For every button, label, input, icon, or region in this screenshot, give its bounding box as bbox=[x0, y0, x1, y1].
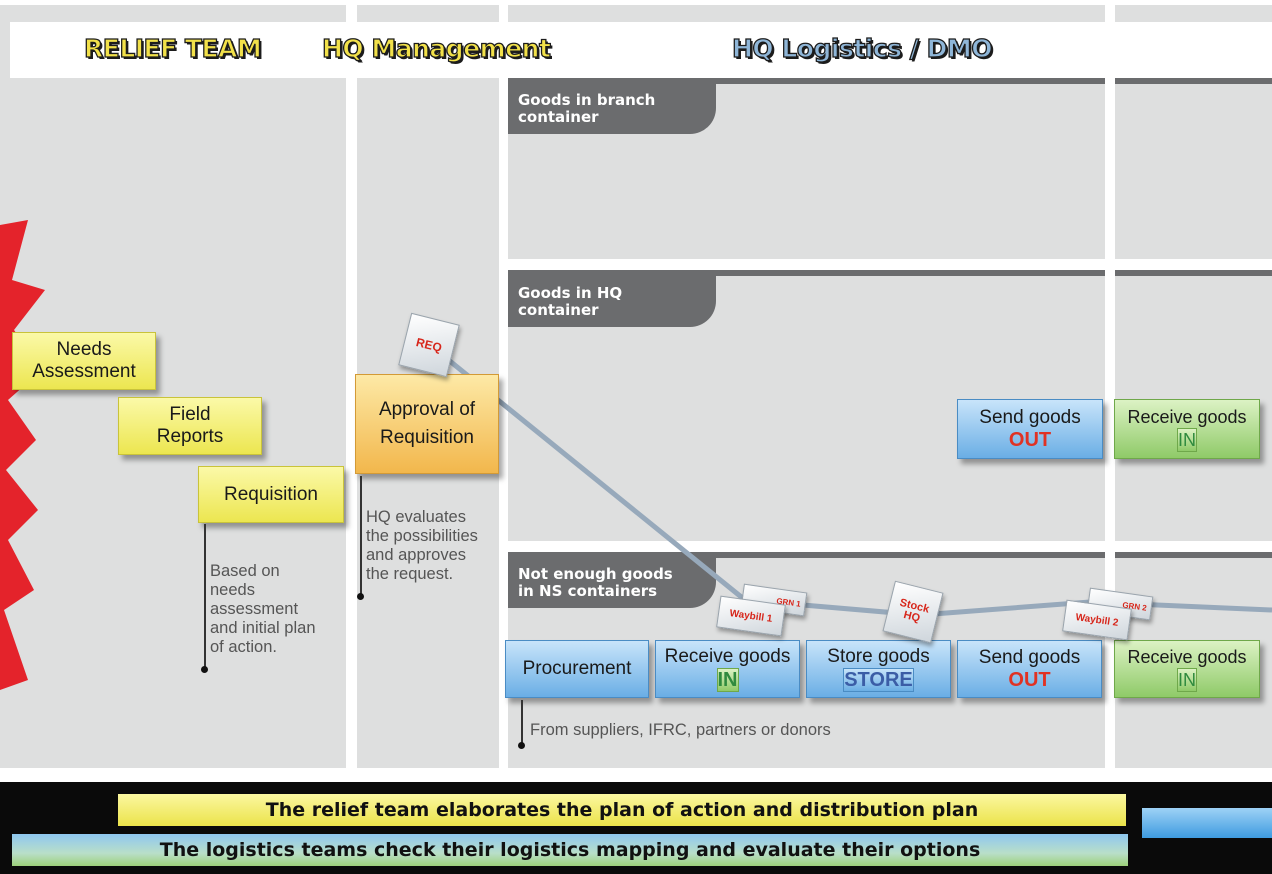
box-label: Procurement bbox=[522, 658, 632, 679]
tab-line: Goods in branch bbox=[518, 91, 656, 109]
box-label: Approval of bbox=[378, 399, 476, 420]
tab-line: Goods in HQ bbox=[518, 284, 623, 302]
box-label: Field bbox=[169, 404, 211, 425]
emergency-burst-icon bbox=[0, 220, 45, 690]
box-sub-label: IN bbox=[716, 668, 739, 692]
note-line: Based on bbox=[210, 562, 280, 580]
band-continuation bbox=[1142, 808, 1272, 838]
send-goods-out-box: Send goods OUT bbox=[957, 640, 1102, 698]
tab-line: container bbox=[518, 108, 599, 126]
box-label: Assessment bbox=[32, 361, 136, 382]
note-line: the possibilities bbox=[366, 527, 478, 545]
send-goods-out-box-hq: Send goods OUT bbox=[957, 399, 1103, 459]
column-title-relief-team: RELIEF TEAM bbox=[83, 33, 262, 63]
row-gap-2 bbox=[508, 541, 1272, 552]
note-line: needs bbox=[210, 581, 255, 599]
box-label: Requisition bbox=[224, 483, 318, 505]
requisition-note: Based on needs assessment and initial pl… bbox=[210, 562, 316, 657]
relief-team-band: The relief team elaborates the plan of a… bbox=[118, 794, 1126, 826]
note-line: of action. bbox=[210, 638, 277, 656]
box-label: Receive goods bbox=[664, 646, 791, 667]
doc-label: Waybill 2 bbox=[1074, 611, 1120, 629]
box-sub-label: OUT bbox=[1008, 429, 1052, 451]
tab-goods-in-hq: Goods in HQ container bbox=[508, 275, 716, 327]
tab-line: in NS containers bbox=[518, 582, 658, 600]
column-title-hq-logistics: HQ Logistics / DMO bbox=[731, 33, 993, 63]
column-title-hq-management: HQ Management bbox=[321, 33, 551, 63]
requisition-note-dot bbox=[201, 666, 208, 673]
note-line: HQ evaluates bbox=[366, 508, 466, 526]
box-label: Receive goods bbox=[1127, 647, 1247, 667]
branch-row-divider-2 bbox=[1115, 78, 1272, 84]
procurement-note-dot bbox=[518, 742, 525, 749]
requisition-note-line bbox=[204, 524, 206, 668]
ns-row-divider bbox=[508, 552, 1105, 558]
box-label: Needs bbox=[56, 339, 112, 360]
tab-line: container bbox=[518, 301, 599, 319]
receive-goods-in-box: Receive goods IN bbox=[655, 640, 800, 698]
approval-note-line bbox=[360, 476, 362, 596]
receive-goods-in-box-hq: Receive goods IN bbox=[1114, 399, 1260, 459]
hq-row-divider-2 bbox=[1115, 270, 1272, 276]
header-band-2 bbox=[346, 22, 1272, 78]
doc-label: REQ bbox=[414, 334, 444, 355]
row-gap bbox=[508, 259, 1272, 270]
box-label: Send goods bbox=[978, 647, 1081, 668]
box-label: Store goods bbox=[827, 646, 930, 667]
approval-note: HQ evaluates the possibilities and appro… bbox=[366, 508, 478, 584]
receive-goods-in-box-right: Receive goods IN bbox=[1114, 640, 1260, 698]
needs-assessment-box: Needs Assessment bbox=[12, 332, 156, 390]
tab-not-enough-goods: Not enough goods in NS containers bbox=[508, 556, 716, 608]
box-label: Send goods bbox=[979, 407, 1081, 428]
header-band bbox=[10, 22, 346, 78]
note-line: assessment bbox=[210, 600, 299, 618]
doc-label: HQ bbox=[902, 609, 922, 625]
ns-row-divider-2 bbox=[1115, 552, 1272, 558]
doc-label: Waybill 1 bbox=[728, 607, 774, 625]
note-line: the request. bbox=[366, 565, 454, 583]
box-sub-label: STORE bbox=[843, 668, 914, 692]
box-label: Receive goods bbox=[1127, 407, 1247, 427]
box-label: Reports bbox=[156, 426, 224, 447]
logistics-team-band: The logistics teams check their logistic… bbox=[12, 834, 1128, 866]
box-sub-label: IN bbox=[1177, 428, 1197, 452]
box-sub-label: OUT bbox=[1008, 669, 1051, 691]
procurement-box: Procurement bbox=[505, 640, 649, 698]
procurement-note: From suppliers, IFRC, partners or donors bbox=[530, 721, 831, 739]
branch-row-divider bbox=[508, 78, 1105, 84]
box-label: Requisition bbox=[380, 427, 474, 448]
hq-row-divider bbox=[508, 270, 1105, 276]
approval-of-requisition-box: Approval of Requisition bbox=[355, 374, 499, 474]
procurement-note-line bbox=[521, 700, 523, 745]
box-sub-label: IN bbox=[1177, 668, 1197, 692]
store-goods-box: Store goods STORE bbox=[806, 640, 951, 698]
note-line: and approves bbox=[366, 546, 466, 564]
approval-note-dot bbox=[357, 593, 364, 600]
field-reports-box: Field Reports bbox=[118, 397, 262, 455]
tab-goods-in-branch: Goods in branch container bbox=[508, 82, 716, 134]
tab-line: Not enough goods bbox=[518, 565, 673, 583]
note-line: and initial plan bbox=[210, 619, 316, 637]
requisition-box: Requisition bbox=[198, 466, 344, 523]
